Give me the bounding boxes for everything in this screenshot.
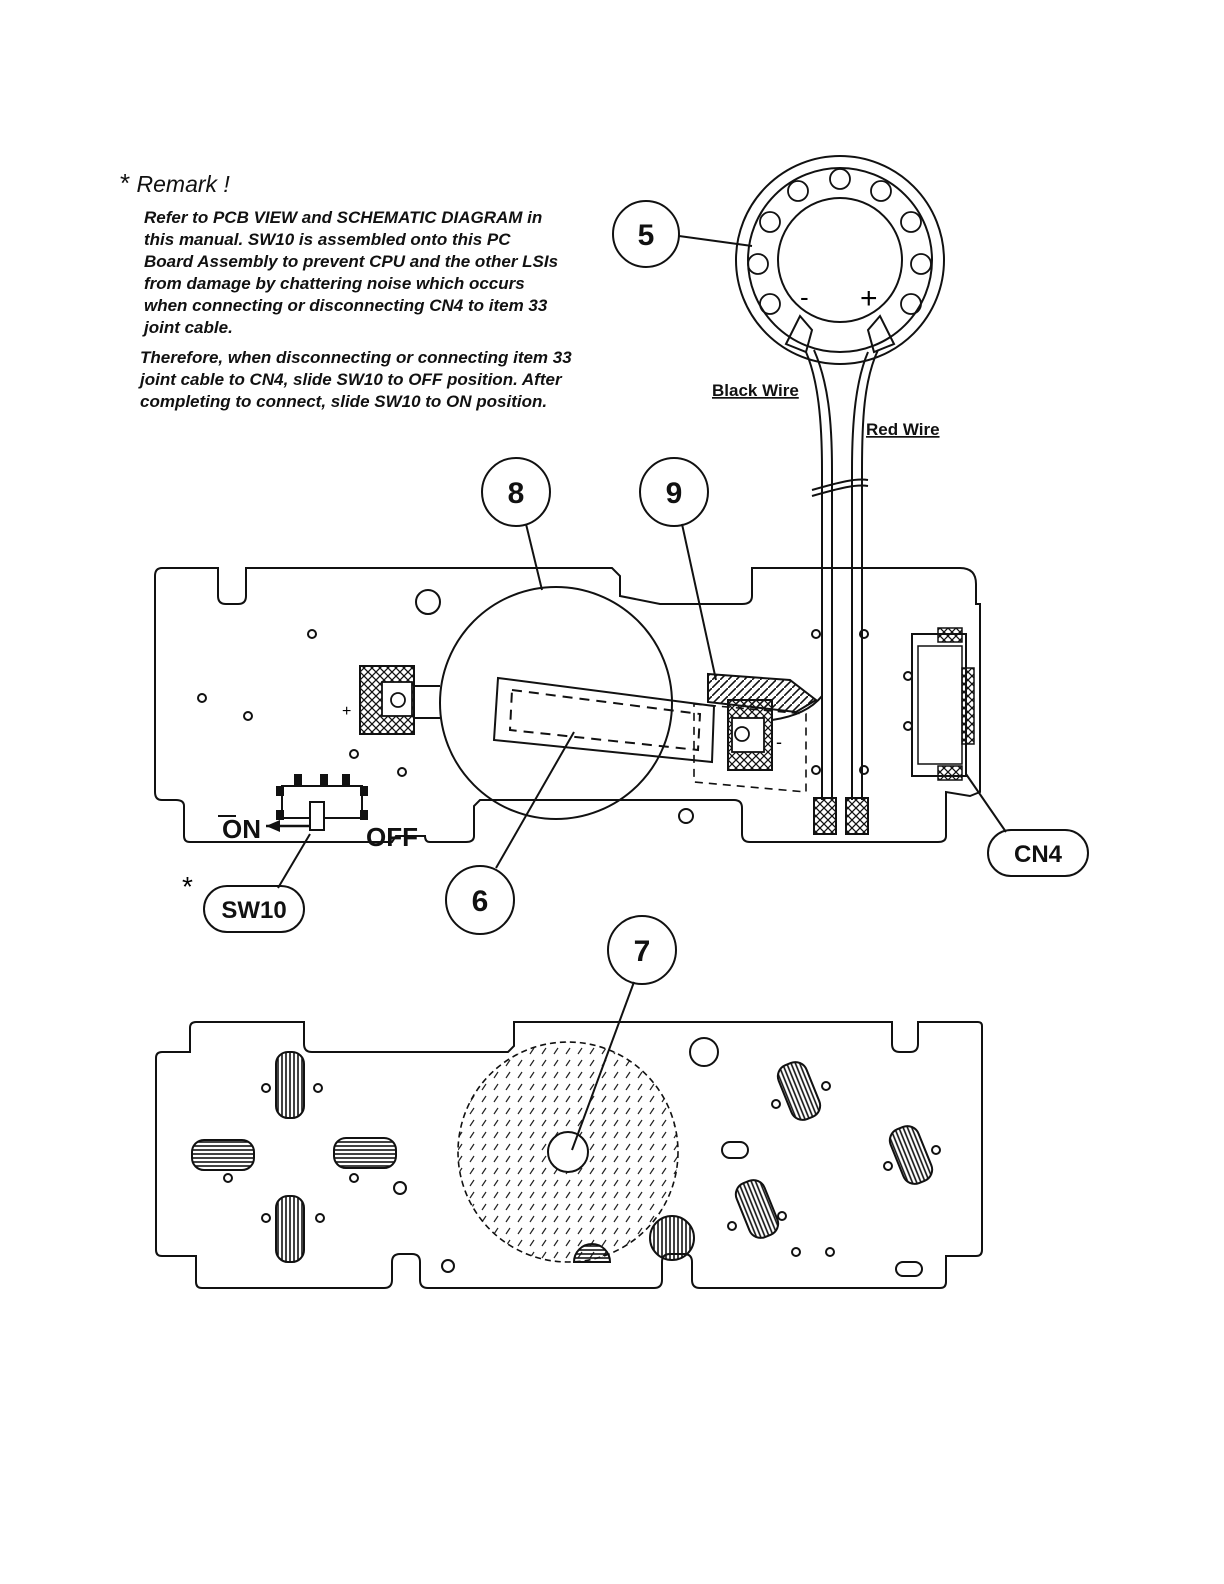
main-pcb-holes xyxy=(197,589,913,824)
black-wire-label: Black Wire xyxy=(712,381,799,400)
left-pad-plus-sign: + xyxy=(342,703,351,720)
callout-5: 5 xyxy=(612,200,753,268)
cn4-connector xyxy=(911,627,975,781)
red-wire-label: Red Wire xyxy=(866,420,940,439)
callout-6: 6 xyxy=(445,731,575,935)
vibrator-disc xyxy=(439,586,673,820)
callout-6-label: 6 xyxy=(472,885,489,918)
callout-7-label: 7 xyxy=(634,935,651,968)
insulator-strip xyxy=(492,676,716,764)
black-wire-terminal xyxy=(813,797,837,835)
buzzer-disc xyxy=(457,1041,695,1263)
key-pcb-outline xyxy=(155,1021,983,1289)
left-terminal-pad: + xyxy=(342,665,440,735)
callout-5-label: 5 xyxy=(638,219,655,252)
callout-9: 9 xyxy=(639,457,717,681)
remark-title: Remark ! xyxy=(136,171,230,197)
callout-9-label: 9 xyxy=(666,477,683,510)
remark-paragraph-2: Therefore, when disconnecting or connect… xyxy=(140,348,572,411)
speaker-plus-sign: + xyxy=(860,282,878,315)
remark-paragraph-1: Refer to PCB VIEW and SCHEMATIC DIAGRAM … xyxy=(144,208,559,337)
lead-plate: - xyxy=(693,672,823,793)
key-pcb-holes xyxy=(223,1037,941,1277)
sw10-off-label: OFF xyxy=(366,822,418,852)
key-contacts-left xyxy=(191,1051,397,1263)
right-pad-minus-sign: - xyxy=(776,732,782,752)
speaker xyxy=(735,155,945,365)
callout-sw10-marker: * xyxy=(182,871,193,902)
remark-marker: * xyxy=(120,168,131,198)
speaker-minus-sign: - xyxy=(800,282,809,312)
key-contacts-right xyxy=(734,1061,934,1239)
callout-sw10: SW10 * xyxy=(182,833,311,933)
red-wire-terminal xyxy=(845,797,869,835)
callout-8: 8 xyxy=(481,457,551,591)
sw10-switch xyxy=(266,774,368,832)
callout-7: 7 xyxy=(571,915,677,1151)
callout-cn4: CN4 xyxy=(965,773,1089,877)
callout-sw10-label: SW10 xyxy=(221,897,286,924)
remark-note: * Remark ! Refer to PCB VIEW and SCHEMAT… xyxy=(120,168,590,413)
speaker-wires xyxy=(805,349,879,800)
remark-heading: * Remark ! xyxy=(120,168,590,199)
main-pcb-outline xyxy=(154,567,981,843)
callout-cn4-label: CN4 xyxy=(1014,841,1063,868)
callout-8-label: 8 xyxy=(508,477,525,510)
sw10-on-label: ON xyxy=(222,814,261,844)
